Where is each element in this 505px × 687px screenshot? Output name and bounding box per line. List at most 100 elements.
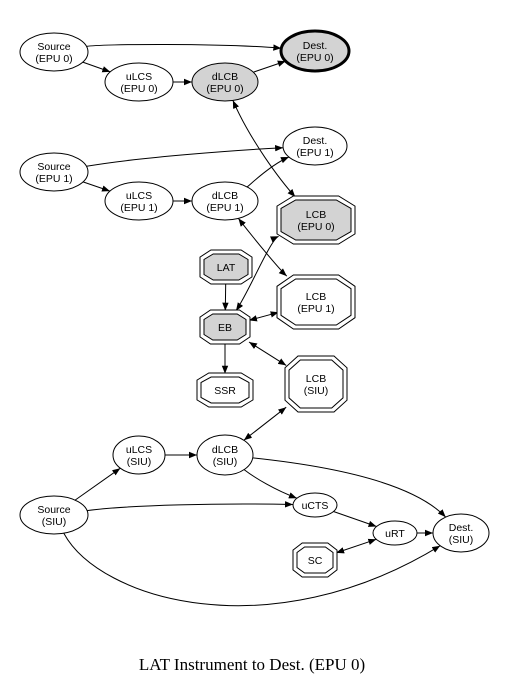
ellipse-shape [104, 181, 174, 221]
octagon-inner-shape [280, 278, 352, 326]
node-dlcb-epu1: dLCB(EPU 1) [191, 181, 259, 221]
node-label: uLCS [126, 190, 152, 202]
node-label: (EPU 0) [296, 52, 333, 64]
octagon-inner-shape [200, 376, 250, 404]
node-label: Source [37, 161, 70, 173]
node-label: uLCS [126, 444, 152, 456]
edge-dlcb-epu1-to-dest-epu1 [246, 156, 290, 188]
node-label: Source [37, 504, 70, 516]
node-label: (EPU 1) [35, 173, 72, 185]
diagram-caption: LAT Instrument to Dest. (EPU 0) [139, 655, 365, 674]
node-source-siu: Source(SIU) [19, 495, 89, 535]
octagon-inner-shape [203, 253, 249, 281]
node-lat: LAT [199, 249, 253, 285]
edges-layer [63, 43, 447, 607]
node-label: (EPU 1) [120, 202, 157, 214]
ellipse-shape [19, 152, 89, 192]
node-source-epu1: Source(EPU 1) [19, 152, 89, 192]
edge-lcb-epu0-to-eb [235, 235, 279, 311]
node-label: (SIU) [213, 456, 238, 468]
edge-source-epu1-to-ulcs-epu1 [82, 181, 111, 192]
node-label: uCTS [302, 500, 329, 512]
node-label: Source [37, 41, 70, 53]
ellipse-shape [282, 126, 348, 166]
node-ssr: SSR [196, 372, 254, 408]
node-lcb-epu0: LCB(EPU 0) [276, 195, 356, 245]
node-label: (EPU 0) [35, 53, 72, 65]
edge-dlcb-siu-to-ucts [243, 469, 298, 499]
node-label: SSR [214, 385, 236, 397]
node-label: (EPU 1) [297, 303, 334, 315]
node-lcb-siu: LCB(SIU) [284, 355, 348, 413]
ellipse-shape [279, 29, 351, 73]
node-label: LCB [306, 373, 326, 385]
node-label: dLCB [212, 190, 238, 202]
edge-lcb-siu-to-dlcb-siu [243, 406, 287, 441]
node-source-epu0: Source(EPU 0) [19, 32, 89, 72]
node-label: (EPU 0) [120, 83, 157, 95]
ellipse-shape [19, 32, 89, 72]
ellipse-shape [432, 513, 490, 553]
edge-source-epu0-to-dest-epu0 [86, 43, 282, 51]
node-ulcs-siu: uLCS(SIU) [112, 435, 166, 475]
node-dest-epu0: Dest.(EPU 0) [279, 29, 351, 73]
ellipse-shape [196, 434, 254, 476]
ellipse-shape [292, 492, 338, 518]
node-label: uLCS [126, 71, 152, 83]
node-label: (EPU 1) [296, 147, 333, 159]
ellipse-shape [191, 62, 259, 102]
node-dlcb-epu0: dLCB(EPU 0) [191, 62, 259, 102]
edge-source-epu1-to-dest-epu1 [86, 144, 284, 167]
ellipse-shape [104, 62, 174, 102]
node-label: (SIU) [449, 534, 474, 546]
node-label: Dest. [303, 135, 328, 147]
edge-source-siu-to-ulcs-siu [74, 467, 121, 501]
node-label: (SIU) [304, 385, 329, 397]
nodes-layer: Source(EPU 0)Dest.(EPU 0)uLCS(EPU 0)dLCB… [19, 29, 490, 578]
node-sc: SC [292, 542, 338, 578]
node-lcb-epu1: LCB(EPU 1) [276, 274, 356, 330]
ellipse-shape [112, 435, 166, 475]
node-dlcb-siu: dLCB(SIU) [196, 434, 254, 476]
edge-dlcb-siu-to-dest-siu [252, 457, 447, 518]
edge-sc-to-urt [335, 538, 377, 554]
node-label: LCB [306, 291, 326, 303]
node-urt: uRT [372, 520, 418, 546]
edge-source-siu-to-ucts [87, 501, 294, 512]
node-eb: EB [199, 309, 251, 345]
node-label: LAT [217, 262, 236, 274]
node-label: (SIU) [127, 456, 152, 468]
node-label: dLCB [212, 444, 238, 456]
node-label: (EPU 1) [206, 202, 243, 214]
node-label: SC [308, 555, 323, 567]
node-dest-siu: Dest.(SIU) [432, 513, 490, 553]
octagon-inner-shape [296, 546, 334, 574]
edge-eb-to-lcb-siu [248, 341, 287, 366]
ellipse-shape [372, 520, 418, 546]
node-label: (EPU 0) [206, 83, 243, 95]
node-label: dLCB [212, 71, 238, 83]
octagon-inner-shape [203, 313, 247, 341]
node-dest-epu1: Dest.(EPU 1) [282, 126, 348, 166]
node-label: (EPU 0) [297, 221, 334, 233]
ellipse-shape [191, 181, 259, 221]
octagon-inner-shape [288, 359, 344, 409]
edge-dlcb-epu0-to-dest-epu0 [253, 60, 286, 73]
edge-source-epu0-to-ulcs-epu0 [82, 61, 111, 73]
ellipse-shape [19, 495, 89, 535]
octagon-inner-shape [280, 199, 352, 241]
edge-lcb-epu1-to-eb [248, 311, 279, 322]
edge-source-siu-to-dest-siu [63, 532, 441, 607]
node-label: LCB [306, 209, 326, 221]
edge-ucts-to-urt [333, 511, 377, 527]
node-ucts: uCTS [292, 492, 338, 518]
node-label: Dest. [303, 40, 328, 52]
node-label: (SIU) [42, 516, 67, 528]
node-ulcs-epu0: uLCS(EPU 0) [104, 62, 174, 102]
node-ulcs-epu1: uLCS(EPU 1) [104, 181, 174, 221]
node-label: Dest. [449, 522, 474, 534]
edge-dlcb-epu0-to-lcb-epu0 [232, 100, 296, 198]
node-label: EB [218, 322, 232, 334]
node-label: uRT [385, 528, 405, 540]
